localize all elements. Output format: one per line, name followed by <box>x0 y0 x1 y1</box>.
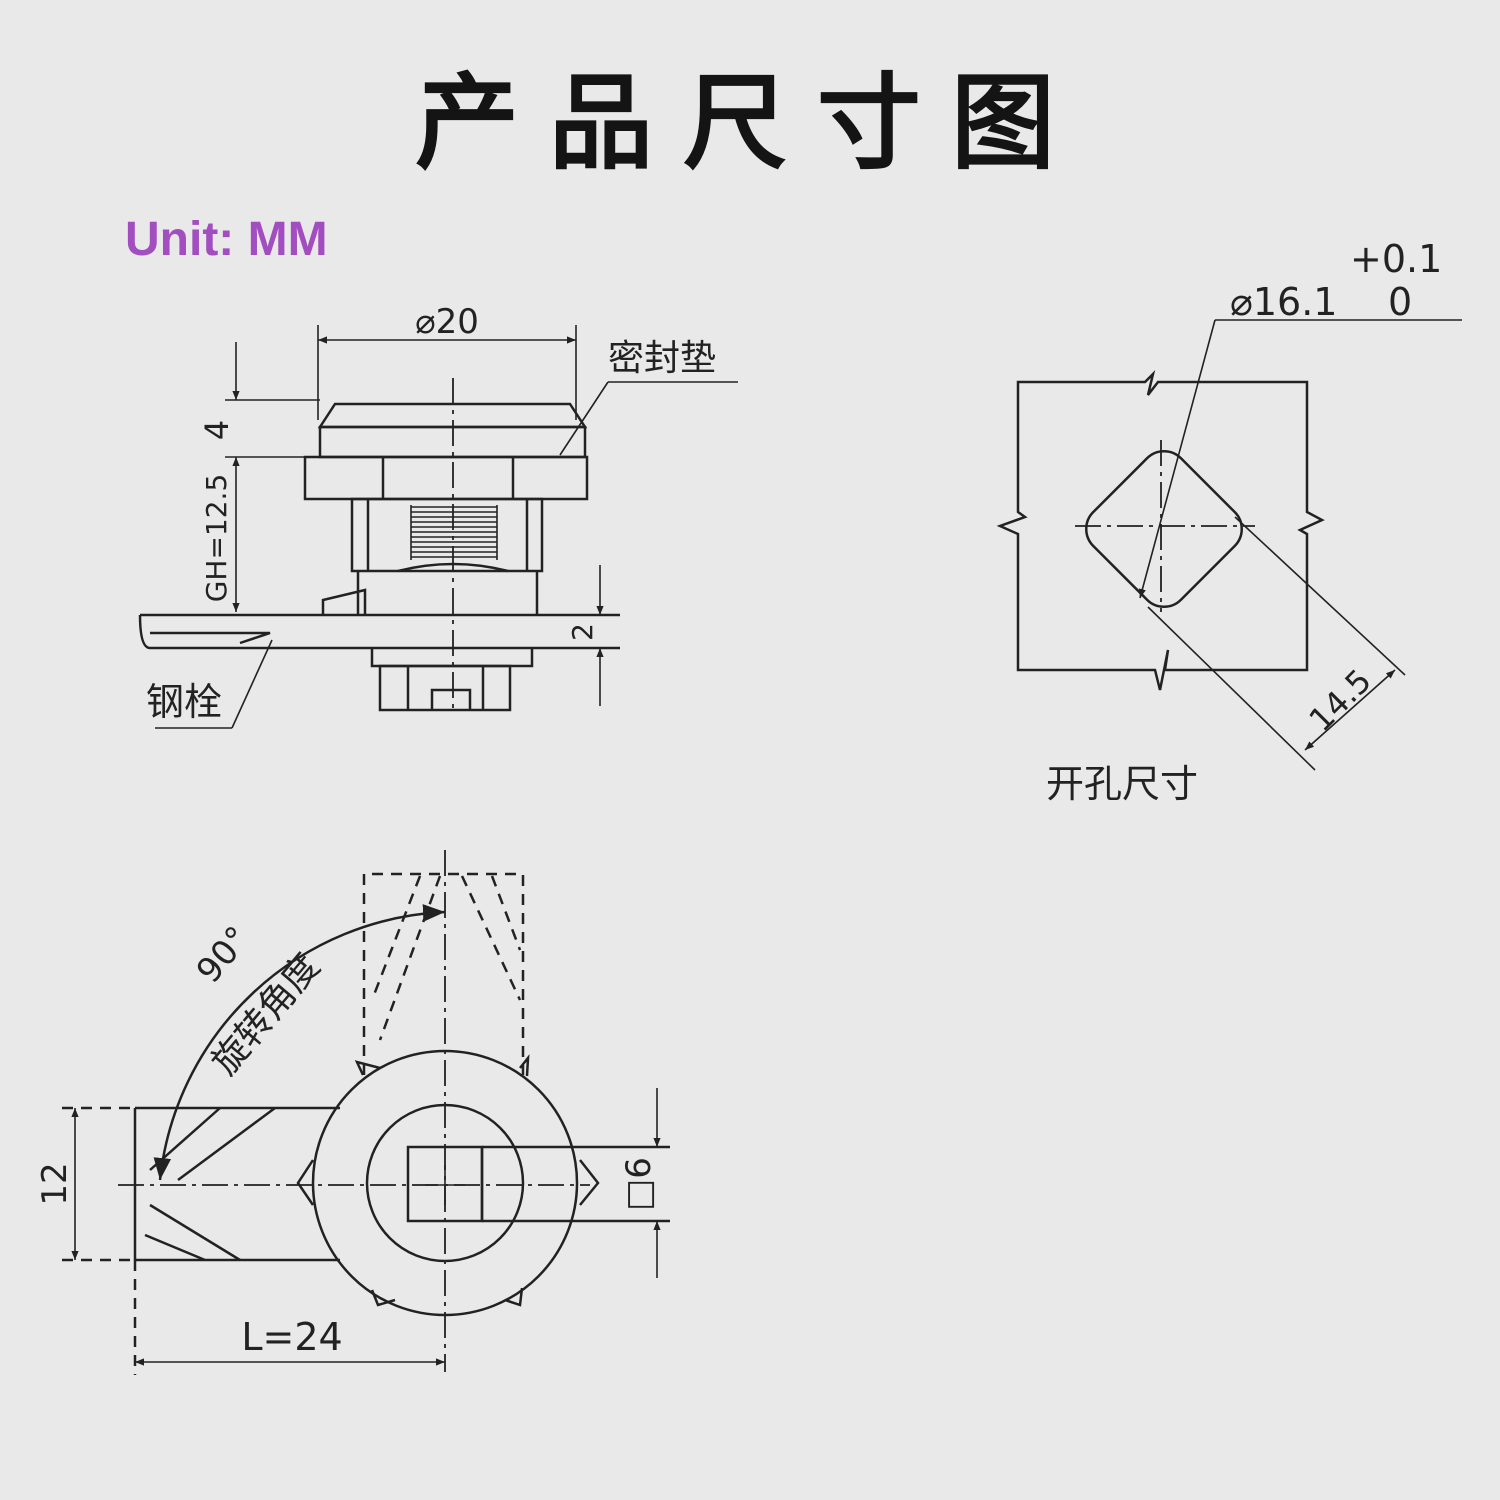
dim-tolerance-upper: +0.1 <box>1350 237 1442 281</box>
dim-tolerance-lower: 0 <box>1388 280 1412 324</box>
dim-flat-width: 14.5 <box>1302 662 1379 739</box>
dim-cam-width: 12 <box>35 1162 75 1205</box>
caption-cutout: 开孔尺寸 <box>1046 762 1198 806</box>
dim-square: □6 <box>619 1157 659 1211</box>
label-gasket: 密封垫 <box>608 338 716 379</box>
dim-head-height: 4 <box>198 420 236 440</box>
angle-value: 90° <box>189 919 258 991</box>
thread <box>410 505 498 560</box>
dim-cam-thickness: 2 <box>566 623 599 641</box>
label-bolt: 钢栓 <box>146 680 222 724</box>
cutout-view: ⌀16.1 +0.1 0 14.5 开孔尺寸 <box>996 237 1462 806</box>
page-title: 产品尺寸图 <box>414 62 1085 184</box>
dim-diameter-20: ⌀20 <box>415 302 479 342</box>
front-view: □6 12 L=24 90° 旋转角度 <box>35 850 670 1375</box>
dim-diameter-16-1: ⌀16.1 <box>1230 280 1338 324</box>
dim-cam-length: L=24 <box>241 1315 342 1359</box>
unit-label: Unit: MM <box>125 213 328 266</box>
dim-grip-height: GH=12.5 <box>200 474 233 603</box>
side-view: ⌀20 密封垫 4 GH=12.5 2 钢栓 <box>138 302 738 729</box>
